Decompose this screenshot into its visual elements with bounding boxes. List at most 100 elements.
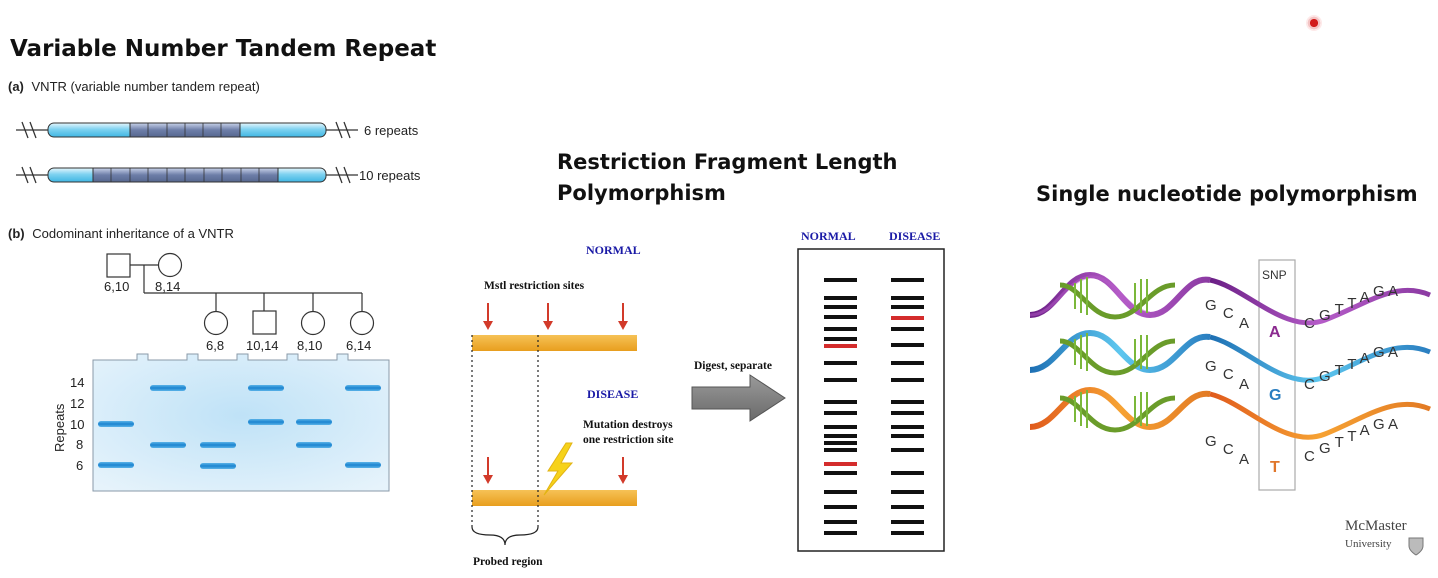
base: G — [1373, 344, 1385, 361]
allele-long — [16, 166, 358, 184]
gel-band — [891, 305, 924, 309]
allele-long-label: 10 repeats — [359, 168, 421, 183]
probed-region-brace — [471, 526, 539, 546]
seq-row-2-right: C G T T A G A — [1304, 344, 1398, 393]
gel-band — [824, 505, 857, 509]
base: G — [1373, 283, 1385, 300]
rflp-diagram — [471, 303, 786, 546]
gel-normal-label: NORMAL — [801, 229, 856, 243]
gel-band — [891, 471, 924, 475]
mutation-label-line1: Mutation destroys — [583, 419, 673, 431]
base: G — [1205, 358, 1217, 375]
vntr-part-a-caption: (a) VNTR (variable number tandem repeat) — [8, 79, 260, 94]
rflp-title: Restriction Fragment Length Polymorphism — [557, 147, 897, 209]
disease-dna-bar — [472, 490, 637, 506]
gel-band — [824, 278, 857, 282]
gel-tick-6: 6 — [76, 458, 84, 473]
base: A — [1388, 283, 1399, 300]
gel-band — [824, 434, 857, 438]
rflp-gel-bands-normal — [824, 278, 857, 535]
base: T — [1334, 434, 1344, 451]
gel-band — [150, 442, 186, 448]
child-2-symbol — [252, 310, 277, 335]
recording-indicator-icon — [1306, 15, 1322, 31]
seq-row-3-right: C G T T A G A — [1304, 416, 1399, 465]
mcmaster-shield-icon — [1408, 537, 1424, 556]
snp-title: Single nucleotide polymorphism — [1036, 182, 1418, 206]
rflp-gel-bands-disease — [891, 278, 924, 535]
gel-band-red — [891, 316, 924, 320]
child-3-genotype: 8,10 — [297, 338, 323, 353]
vntr-allele-diagram — [16, 121, 358, 184]
snp-variant-a: A — [1269, 324, 1281, 341]
gel-band — [824, 400, 857, 404]
mcmaster-logo: McMaster University — [1345, 518, 1424, 556]
mutation-bolt-icon — [543, 442, 574, 496]
base: C — [1222, 441, 1234, 458]
base: A — [1239, 451, 1250, 468]
mother-genotype: 8,14 — [155, 279, 181, 294]
gel-band — [98, 421, 134, 427]
gel-band — [891, 411, 924, 415]
base: T — [1347, 356, 1357, 373]
gel-band-red — [824, 462, 857, 466]
child-4-genotype: 6,14 — [346, 338, 372, 353]
base: G — [1205, 433, 1217, 450]
gel-band — [824, 531, 857, 535]
gel-band — [824, 425, 857, 429]
digest-arrow-icon — [691, 374, 786, 422]
base: A — [1239, 315, 1250, 332]
gel-band — [824, 327, 857, 331]
gel-tick-10: 10 — [70, 417, 85, 432]
gel-band — [824, 315, 857, 319]
gel-disease-label: DISEASE — [889, 229, 941, 243]
pedigree-chart — [106, 252, 375, 336]
base: A — [1388, 416, 1399, 433]
gel-band — [824, 411, 857, 415]
gel-tick-14: 14 — [70, 375, 85, 390]
father-genotype: 6,10 — [104, 279, 130, 294]
gel-band — [891, 425, 924, 429]
part-b-letter: (b) — [8, 226, 25, 241]
gel-band — [824, 441, 857, 445]
snp-highlight-box — [1258, 259, 1296, 491]
base: G — [1373, 416, 1385, 433]
allele-short-label: 6 repeats — [364, 123, 419, 138]
logo-line2: University — [1345, 538, 1392, 550]
gel-band — [824, 490, 857, 494]
part-a-letter: (a) — [8, 79, 24, 94]
seq-row-3-left: G C A — [1205, 433, 1249, 468]
base: A — [1359, 289, 1369, 306]
seq-row-1-right: C G T T A G A — [1304, 283, 1399, 332]
child-2-genotype: 10,14 — [246, 338, 279, 353]
normal-restriction-arrows — [483, 303, 628, 330]
gel-band — [824, 296, 857, 300]
rflp-title-line2: Polymorphism — [557, 181, 726, 205]
gel-bands — [98, 385, 381, 469]
gel-band-red — [824, 344, 857, 348]
gel-band — [891, 434, 924, 438]
base: T — [1334, 362, 1344, 379]
gel-band — [891, 378, 924, 382]
gel-band — [824, 520, 857, 524]
child-1-symbol — [203, 310, 229, 336]
rflp-probed-label: Probed region — [473, 556, 543, 568]
mother-symbol — [157, 252, 183, 278]
gel-band — [891, 343, 924, 347]
child-4-symbol — [349, 310, 375, 336]
disease-restriction-arrows — [483, 457, 628, 484]
vntr-title: Variable Number Tandem Repeat — [10, 36, 437, 62]
snp-variant-g: G — [1269, 387, 1282, 404]
base: T — [1347, 428, 1357, 445]
gel-band — [891, 327, 924, 331]
gel-tick-12: 12 — [70, 396, 85, 411]
gel-band — [248, 419, 284, 425]
base: C — [1222, 366, 1234, 383]
gel-band — [891, 520, 924, 524]
gel-band — [891, 505, 924, 509]
base: G — [1319, 307, 1331, 324]
gel-band — [891, 278, 924, 282]
gel-band — [891, 490, 924, 494]
father-symbol — [106, 253, 131, 278]
gel-band — [891, 531, 924, 535]
